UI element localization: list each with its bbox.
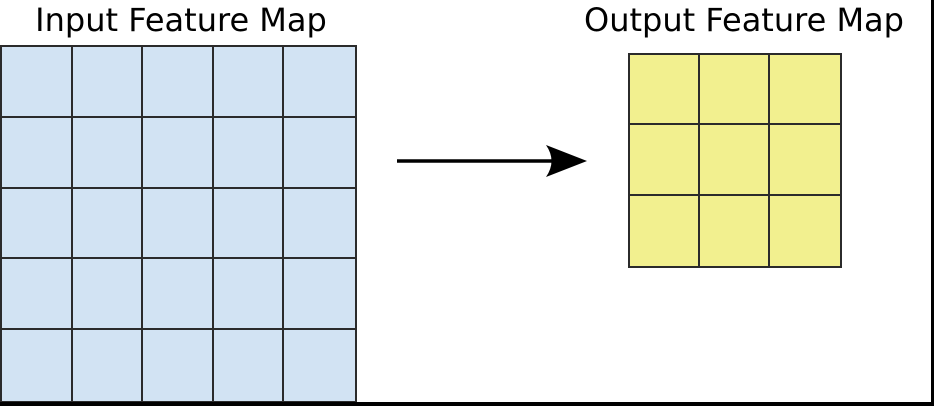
input-grid-cell (143, 117, 214, 189)
output-grid-cell (630, 55, 700, 126)
input-grid-cell (2, 47, 73, 118)
input-grid-cell (72, 188, 144, 260)
output-grid-cell (770, 55, 840, 126)
input-grid-cell (284, 330, 355, 401)
output-grid-cell (700, 125, 770, 196)
input-grid-cell (213, 117, 285, 189)
input-grid-cell (143, 47, 214, 118)
input-grid-cell (72, 47, 144, 118)
input-grid-cell (2, 259, 73, 331)
input-map-title: Input Feature Map (35, 1, 327, 39)
output-grid-cell (770, 125, 840, 196)
input-grid-cell (213, 188, 285, 260)
input-grid-cell (284, 47, 355, 118)
arrow-head (546, 145, 587, 177)
input-grid-cell (143, 188, 214, 260)
output-grid-cell (700, 55, 770, 126)
input-grid-cell (72, 259, 144, 331)
output-map-title: Output Feature Map (584, 1, 904, 39)
input-grid-cell (213, 47, 285, 118)
input-grid-cell (213, 330, 285, 401)
input-grid-cell (72, 117, 144, 189)
figure-bottom-border (0, 402, 934, 406)
input-grid-cell (284, 188, 355, 260)
output-grid-cell (770, 195, 840, 266)
figure-right-border (931, 0, 934, 406)
input-feature-map-grid (0, 45, 357, 403)
input-grid-cell (284, 259, 355, 331)
output-grid-cell (630, 195, 700, 266)
input-grid-cell (72, 330, 144, 401)
transform-arrow-icon (397, 145, 587, 177)
input-grid-cell (2, 188, 73, 260)
input-grid-cell (2, 330, 73, 401)
output-grid-cell (630, 125, 700, 196)
output-feature-map-grid (628, 53, 842, 268)
output-grid-cell (700, 195, 770, 266)
input-grid-cell (143, 259, 214, 331)
input-grid-cell (2, 117, 73, 189)
input-grid-cell (213, 259, 285, 331)
input-grid-cell (143, 330, 214, 401)
input-grid-cell (284, 117, 355, 189)
